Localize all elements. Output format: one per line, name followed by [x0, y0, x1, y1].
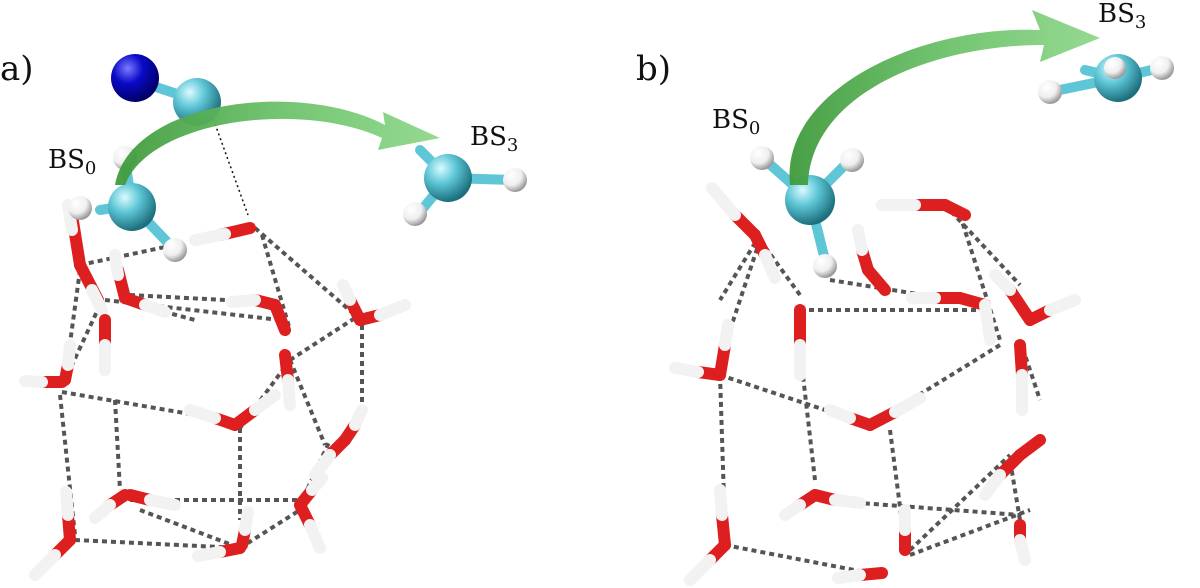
bs0-sub-b: 0 [749, 118, 760, 139]
bs0-label-a: BS0 [48, 145, 96, 179]
bs3-label-b: BS3 [1098, 0, 1146, 33]
bs3-base-b: BS [1098, 0, 1135, 29]
adsorbate-bs0-b [750, 146, 864, 278]
transfer-arrow-a [115, 101, 440, 185]
adsorbate-bs0-a [68, 146, 187, 262]
bs3-base-a: BS [470, 122, 507, 152]
panel-label-b: b) [636, 49, 671, 89]
adsorbate-bs3-a [403, 145, 527, 226]
hbond-network-a [58, 226, 364, 550]
bs0-base-b: BS [712, 105, 749, 135]
bs0-base-a: BS [48, 145, 85, 175]
adsorbate-bs3-b [1038, 54, 1174, 104]
bs3-sub-b: 3 [1135, 12, 1146, 33]
dotted-interaction-line [209, 109, 249, 216]
transfer-arrow-b [789, 10, 1100, 185]
bs0-label-b: BS0 [712, 105, 760, 139]
water-molecules-b [669, 182, 1081, 586]
panel-label-a: a) [0, 49, 34, 89]
panel-b: b) BS0 BS3 [636, 0, 1174, 586]
bs0-sub-a: 0 [85, 158, 96, 179]
panel-a: a) BS0 BS3 [0, 49, 527, 581]
bs3-label-a: BS3 [470, 122, 518, 156]
water-molecules-a [19, 199, 411, 581]
bs3-sub-a: 3 [507, 135, 518, 156]
